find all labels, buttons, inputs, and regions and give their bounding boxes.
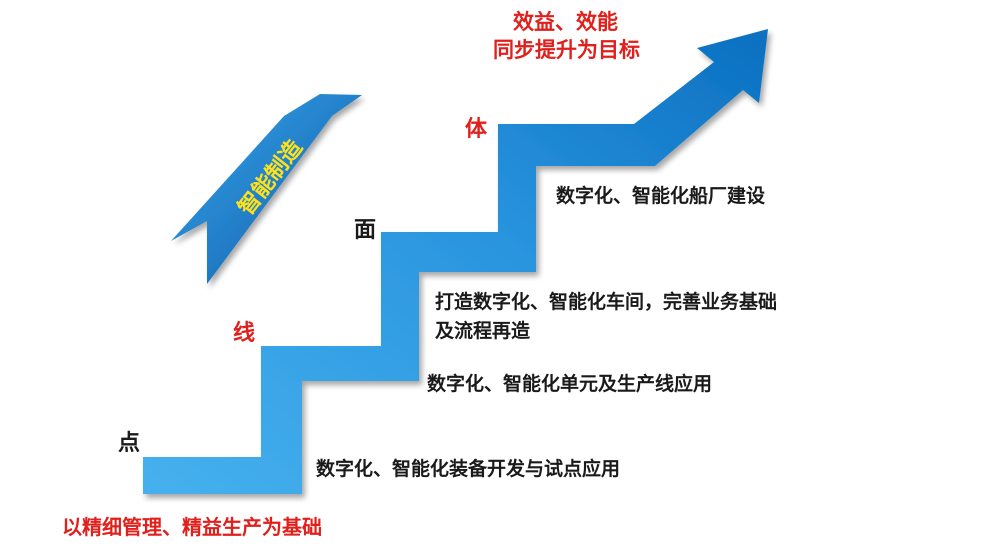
step2-text: 数字化、智能化单元及生产线应用 — [427, 373, 713, 395]
staircase-arrow — [143, 29, 768, 494]
level-label-xian: 线 — [233, 321, 256, 346]
step1-text: 数字化、智能化装备开发与试点应用 — [316, 458, 621, 480]
level-label-ti: 体 — [465, 117, 488, 142]
goal-title-line2: 同步提升为目标 — [493, 38, 640, 62]
goal-title-line1: 效益、效能 — [513, 10, 618, 34]
foundation-text: 以精细管理、精益生产为基础 — [62, 515, 322, 539]
level-label-dian: 点 — [118, 431, 141, 456]
step4-text: 数字化、智能化船厂建设 — [556, 185, 766, 207]
step3-text-line1: 打造数字化、智能化车间，完善业务基础 — [435, 291, 778, 313]
level-label-mian: 面 — [354, 218, 377, 243]
smart-manufacturing-badge — [171, 94, 362, 284]
step3-text-line2: 及流程再造 — [435, 320, 531, 342]
